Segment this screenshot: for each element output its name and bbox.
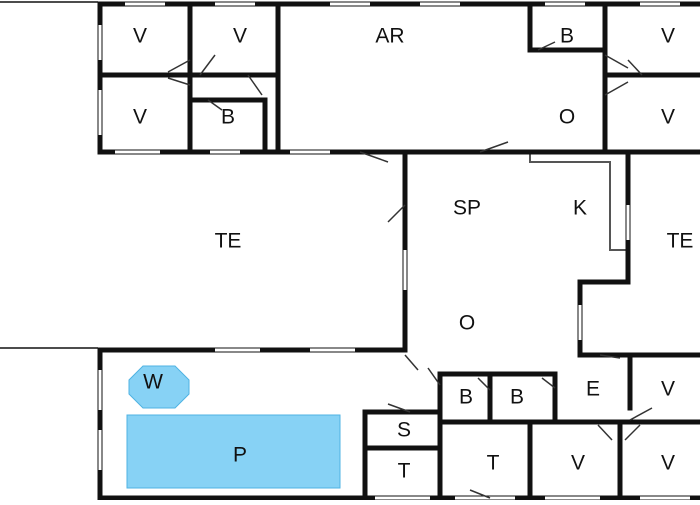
room-label-v6: V [661, 378, 675, 401]
room-label-te-right: TE [667, 230, 694, 253]
room-label-t1: T [398, 460, 411, 483]
terrace-left-outline [0, 1, 98, 349]
room-label-o-top: O [559, 106, 575, 129]
pool-shape [126, 414, 341, 489]
room-label-s: S [397, 419, 411, 442]
room-label-te-left: TE [215, 230, 242, 253]
room-label-v8: V [661, 452, 675, 475]
right-entry-floor [580, 282, 700, 354]
room-label-e: E [586, 378, 600, 401]
room-label-b-small: B [221, 106, 235, 129]
room-label-b-top: B [560, 25, 574, 48]
room-label-t2: T [487, 452, 500, 475]
room-label-v1: V [133, 25, 147, 48]
room-label-v5: V [661, 106, 675, 129]
room-label-w: W [143, 371, 163, 394]
room-label-v3: V [661, 25, 675, 48]
room-label-v4: V [133, 106, 147, 129]
room-label-v2: V [233, 25, 247, 48]
room-labels: V V AR B V V B O V TE SP K TE O W P S B … [133, 25, 693, 483]
room-label-p: P [233, 444, 247, 467]
room-label-ar: AR [375, 25, 404, 48]
room-label-b-bl: B [459, 386, 473, 409]
doors [167, 41, 653, 499]
kitchen-counter [529, 152, 628, 251]
room-label-sp: SP [453, 197, 481, 220]
windows [98, 2, 690, 500]
room-label-o-mid: O [459, 312, 475, 335]
top-wing-floor [100, 4, 700, 152]
terrace-right-floor [630, 152, 700, 282]
whirlpool-shape [128, 365, 190, 409]
room-label-k: K [573, 197, 587, 220]
room-label-b-br: B [510, 386, 524, 409]
room-label-v7: V [571, 452, 585, 475]
